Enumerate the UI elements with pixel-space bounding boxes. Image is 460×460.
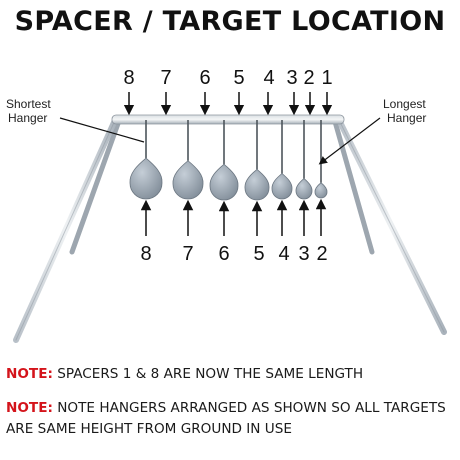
top-number-5: 5	[233, 67, 244, 89]
top-number-6: 6	[199, 67, 210, 89]
note-spacers-prefix: NOTE:	[6, 366, 53, 382]
top-number-2: 2	[303, 67, 314, 89]
bottom-number-4: 4	[278, 243, 289, 265]
top-crossbar	[111, 114, 345, 125]
target-hanger-7	[172, 120, 204, 200]
target-plate	[271, 172, 293, 200]
longest-hanger-label-line1: Longest	[383, 97, 426, 111]
bottom-number-5: 5	[253, 243, 264, 265]
top-number-7: 7	[160, 67, 171, 89]
target-plate	[314, 182, 328, 199]
target-hanger-4	[271, 120, 293, 200]
target-hanger-3	[295, 120, 313, 200]
note-spacers: NOTE: SPACERS 1 & 8 ARE NOW THE SAME LEN…	[6, 364, 363, 385]
target-hanger-8	[129, 120, 163, 200]
left-leg-rear	[69, 115, 123, 255]
bottom-number-3: 3	[298, 243, 309, 265]
note-hangers: NOTE: NOTE HANGERS ARRANGED AS SHOWN SO …	[6, 398, 446, 440]
shortest-hanger-pointer	[59, 117, 145, 143]
note-hangers-prefix: NOTE:	[6, 400, 53, 416]
target-hanger-2	[314, 120, 328, 199]
bottom-number-7: 7	[182, 243, 193, 265]
stand-frame	[13, 114, 447, 343]
hangers	[129, 120, 328, 201]
target-plate	[172, 160, 204, 200]
target-plate	[129, 157, 163, 200]
target-hanger-6	[209, 120, 239, 201]
bottom-number-8: 8	[140, 243, 151, 265]
top-number-8: 8	[123, 67, 134, 89]
right-leg-rear	[331, 115, 375, 255]
note-spacers-text: SPACERS 1 & 8 ARE NOW THE SAME LENGTH	[52, 366, 364, 382]
left-leg-front	[13, 115, 119, 343]
top-number-4: 4	[263, 67, 274, 89]
note-hangers-text: NOTE HANGERS ARRANGED AS SHOWN SO ALL TA…	[6, 400, 446, 437]
arrows	[123, 92, 333, 236]
bottom-number-2: 2	[316, 243, 327, 265]
target-plate	[244, 168, 270, 201]
top-number-1: 1	[321, 67, 332, 89]
page-title: SPACER / TARGET LOCATION	[14, 6, 446, 37]
right-leg-front	[335, 115, 447, 335]
target-hanger-5	[244, 120, 270, 201]
longest-hanger-label-line2: Hanger	[387, 111, 426, 125]
longest-hanger-callout: Longest Hanger	[318, 97, 426, 165]
shortest-hanger-label-line1: Shortest	[6, 97, 51, 111]
target-plate	[295, 178, 313, 200]
bottom-number-6: 6	[218, 243, 229, 265]
shortest-hanger-label-line2: Hanger	[8, 111, 47, 125]
target-plate	[209, 163, 239, 201]
top-number-3: 3	[286, 67, 297, 89]
longest-hanger-pointer	[318, 117, 381, 165]
shortest-hanger-callout: Shortest Hanger	[6, 97, 145, 143]
